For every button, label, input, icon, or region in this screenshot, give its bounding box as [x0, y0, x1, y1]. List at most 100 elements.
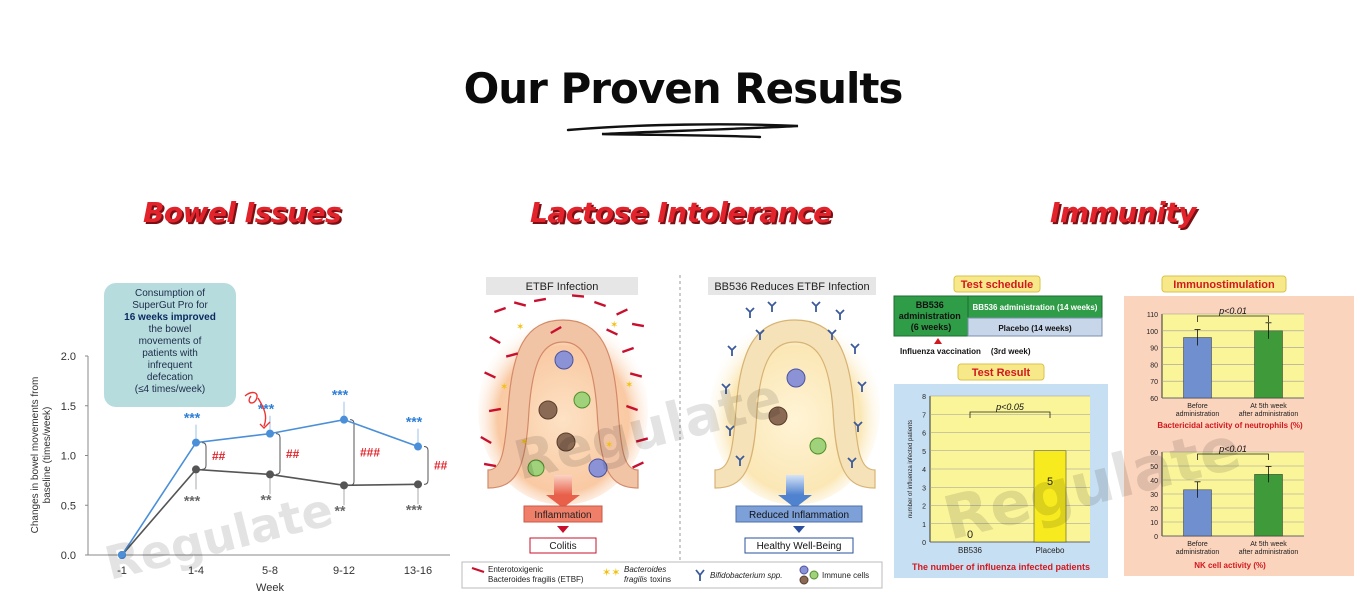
bifidobacterium-icon	[755, 329, 765, 340]
x-tick-label: 9-12	[333, 565, 355, 577]
result-title: Test Result	[972, 367, 1031, 379]
bifidobacterium-icon	[721, 383, 731, 394]
immune-cell-icon	[554, 350, 574, 370]
etbf-rod-icon	[625, 404, 639, 412]
toxin-legend-icon: ✶✶	[602, 567, 620, 579]
toxin-icon: ✶	[520, 437, 528, 448]
schedule-bb536-bar: BB536 administration (14 weeks)	[973, 303, 1098, 312]
bar-value-label: 5	[1047, 476, 1053, 488]
y-tick-label: 60	[1150, 396, 1158, 403]
x-tick-label: administration	[1176, 411, 1220, 418]
etbf-rod-icon	[635, 437, 649, 443]
x-tick-label: Placebo	[1036, 546, 1065, 555]
toxin-icon: ✶	[625, 380, 633, 391]
bifidobacterium-icon	[811, 301, 821, 312]
etbf-rod-icon	[571, 294, 585, 298]
toxin-icon: ✶	[500, 382, 508, 393]
section-title-immunity: Immunity	[1050, 196, 1196, 229]
data-point	[266, 429, 274, 438]
triangle-down-icon	[793, 526, 805, 533]
colitis-box: Colitis	[549, 541, 576, 552]
bowel-chart-ylabel: Changes in bowel movements frombaseline …	[30, 377, 53, 534]
x-tick-label: BB536	[958, 546, 983, 555]
bifidobacterium-icon	[850, 343, 860, 354]
y-axis-label: number of influenza infected patients	[908, 420, 914, 518]
y-tick-label: 60	[1150, 450, 1158, 457]
intestinal-villus-right	[714, 319, 876, 489]
callout-line: infrequent	[147, 360, 193, 371]
callout-line: patients with	[142, 348, 198, 359]
bifidobacterium-icon	[725, 425, 735, 436]
significance-label: **	[261, 491, 272, 507]
immune-cell-icon	[768, 406, 788, 426]
bifidobacterium-icon	[857, 381, 867, 392]
etbf-rod-icon	[493, 306, 507, 314]
healthy-well-being-box: Healthy Well-Being	[757, 541, 842, 552]
etbf-rod-icon	[616, 308, 628, 316]
callout-line: defecation	[146, 372, 194, 383]
y-tick-label: 0.0	[61, 550, 76, 562]
p-value-label: p<0.01	[1218, 306, 1247, 316]
x-tick-label: Before	[1187, 541, 1208, 548]
y-tick-label: 90	[1150, 346, 1158, 353]
inflammation-box: Inflammation	[534, 510, 591, 521]
y-tick-label: 6	[922, 431, 926, 438]
significance-bracket	[1197, 315, 1269, 322]
significance-bracket	[969, 411, 1051, 418]
triangle-down-icon	[557, 526, 569, 533]
bifidobacterium-icon	[767, 301, 777, 312]
data-point	[414, 480, 422, 489]
y-tick-label: 4	[922, 467, 926, 474]
etbf-rod-icon	[489, 335, 501, 345]
y-tick-label: 0	[1154, 534, 1158, 541]
legend-etbf-line2: Bacteroides fragilis (ETBF)	[488, 575, 584, 584]
etbf-rod-icon	[480, 435, 492, 445]
toxin-icon: ✶	[605, 440, 613, 451]
callout-bold-line: 16 weeks improved	[124, 312, 216, 323]
panel-title-bb536: BB536 Reduces ETBF Infection	[714, 281, 869, 293]
bar-value-label: 0	[967, 529, 973, 541]
immune-cell-icon	[527, 459, 545, 477]
x-tick-label: 5-8	[262, 565, 278, 577]
etbf-rod-icon	[550, 325, 562, 335]
immune-cell-icon	[588, 458, 608, 478]
callout-line: SuperGut Pro for	[132, 300, 208, 311]
immune-cell-legend-icon	[809, 570, 819, 580]
down-arrow-icon	[546, 495, 580, 508]
x-tick-label: 1-4	[188, 565, 204, 577]
significance-label: ***	[332, 387, 349, 403]
bifidobacterium-icon	[727, 345, 737, 356]
etbf-rod-icon	[631, 322, 645, 328]
y-tick-label: 10	[1150, 520, 1158, 527]
etbf-rod-icon	[488, 407, 502, 413]
between-group-label: ###	[360, 446, 380, 460]
toxin-icon: ✶	[516, 322, 524, 333]
etbf-rod-icon	[513, 301, 527, 307]
x-tick-label: administration	[1176, 549, 1220, 556]
x-tick-label: after administration	[1239, 411, 1299, 418]
data-point	[118, 551, 126, 559]
y-tick-label: 2.0	[61, 351, 76, 363]
bifidobacterium-icons	[721, 301, 867, 468]
schedule-title: Test schedule	[961, 279, 1034, 291]
bifidobacterium-icon	[735, 455, 745, 466]
y-tick-label: 0.5	[61, 500, 76, 512]
between-group-label: ##	[286, 447, 300, 461]
panel-title-etbf: ETBF Infection	[526, 281, 599, 293]
significance-label: ***	[406, 414, 423, 430]
y-tick-label: 110	[1147, 312, 1158, 319]
significance-bracket	[201, 442, 207, 470]
bar	[1254, 474, 1283, 537]
x-tick-label: 13-16	[404, 565, 432, 577]
title-underline-swash	[566, 123, 799, 139]
callout-line: movements of	[138, 336, 202, 347]
bifidobacterium-icon	[827, 329, 837, 340]
immune-cell-legend-icon	[799, 575, 809, 585]
section-title-bowel: Bowel Issues	[143, 196, 342, 229]
bifidobacterium-icon	[853, 421, 863, 432]
etbf-bacteria-icons: ✶✶✶✶✶✶	[480, 294, 649, 469]
immunity-figure: Test schedule BB536 administration (6 we…	[893, 275, 1354, 578]
y-tick-label: 5	[922, 449, 926, 456]
legend-bifido: Bifidobacterium spp.	[710, 571, 782, 580]
